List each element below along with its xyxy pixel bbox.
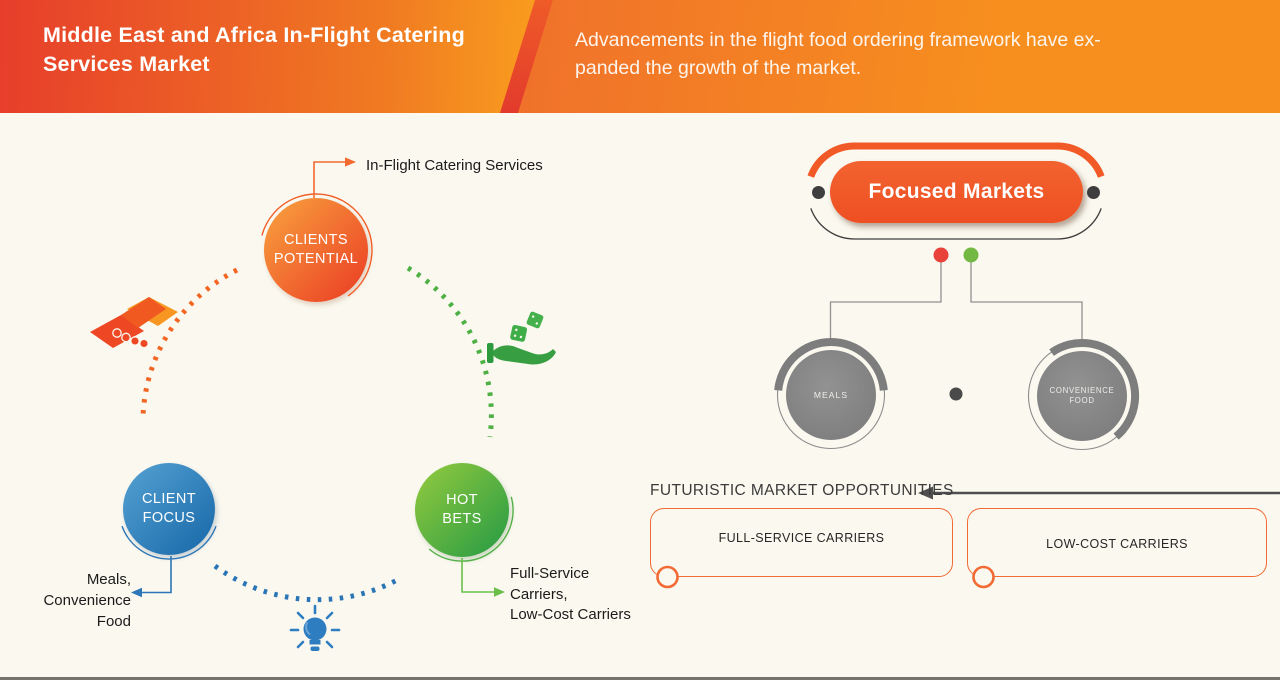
page-subtitle-line2: panded the growth of the market. (575, 57, 862, 79)
meals-label: MEALS (813, 390, 849, 400)
note-clients-potential: In-Flight Catering Services (366, 157, 543, 174)
futuristic-opportunities-heading: FUTURISTIC MARKET OPPORTUNITIES (650, 482, 954, 499)
dotted-arc-blue (213, 563, 401, 603)
convenience-food-label: CONVENIENCE FOOD (1049, 386, 1115, 405)
center-dot (949, 387, 963, 401)
page-title-line1: Middle East and Africa In-Flight Caterin… (43, 23, 465, 47)
futuristic-heading-arrow (918, 486, 1280, 500)
opportunity-box-low-cost: LOW-COST CARRIERS (967, 508, 1267, 577)
focused-markets-pill: Focused Markets (830, 161, 1083, 223)
dice-in-hand-icon (487, 311, 556, 365)
lightbulb-icon (289, 604, 341, 651)
stadium-left-dot (812, 186, 825, 199)
branch-dot-red (933, 247, 949, 263)
stadium-right-dot (1087, 186, 1100, 199)
arrow-client-focus (131, 556, 172, 598)
connector-meals (829, 262, 942, 341)
handshake-icon (90, 297, 178, 349)
connector-convenience-food (970, 262, 1083, 342)
branch-dot-green (963, 247, 979, 263)
page-title-line2: Services Market (43, 52, 210, 76)
arrow-clients-potential (313, 157, 356, 198)
page-subtitle: Advancements in the flight food ordering… (575, 26, 1101, 82)
page-title: Middle East and Africa In-Flight Caterin… (43, 21, 465, 79)
bottom-border-bar (0, 676, 1280, 680)
node-clients-potential-label: CLIENTS POTENTIAL (273, 232, 359, 267)
note-client-focus: Meals, Convenience Food (43, 571, 131, 630)
header-banner: Middle East and Africa In-Flight Caterin… (0, 0, 1280, 113)
node-clients-potential: CLIENTS POTENTIAL (264, 198, 368, 302)
node-client-focus: CLIENT FOCUS (123, 463, 215, 555)
opportunity-box-full-service-label: FULL-SERVICE CARRIERS (718, 531, 885, 545)
opportunity-box-low-cost-label: LOW-COST CARRIERS (1046, 537, 1188, 551)
arrow-hot-bets (461, 558, 505, 597)
node-hot-bets: HOT BETS (415, 463, 509, 557)
focused-markets-label: Focused Markets (868, 180, 1045, 203)
node-client-focus-label: CLIENT FOCUS (142, 491, 196, 526)
node-hot-bets-label: HOT BETS (442, 492, 482, 527)
dotted-arc-green (406, 265, 494, 438)
opportunity-box-full-service: FULL-SERVICE CARRIERS (650, 508, 953, 577)
dotted-arc-orange (140, 267, 239, 417)
note-hot-bets: Full-Service Carriers, Low-Cost Carriers (510, 565, 631, 623)
page-subtitle-line1: Advancements in the flight food ordering… (575, 29, 1101, 51)
header-right-panel (515, 0, 1280, 113)
